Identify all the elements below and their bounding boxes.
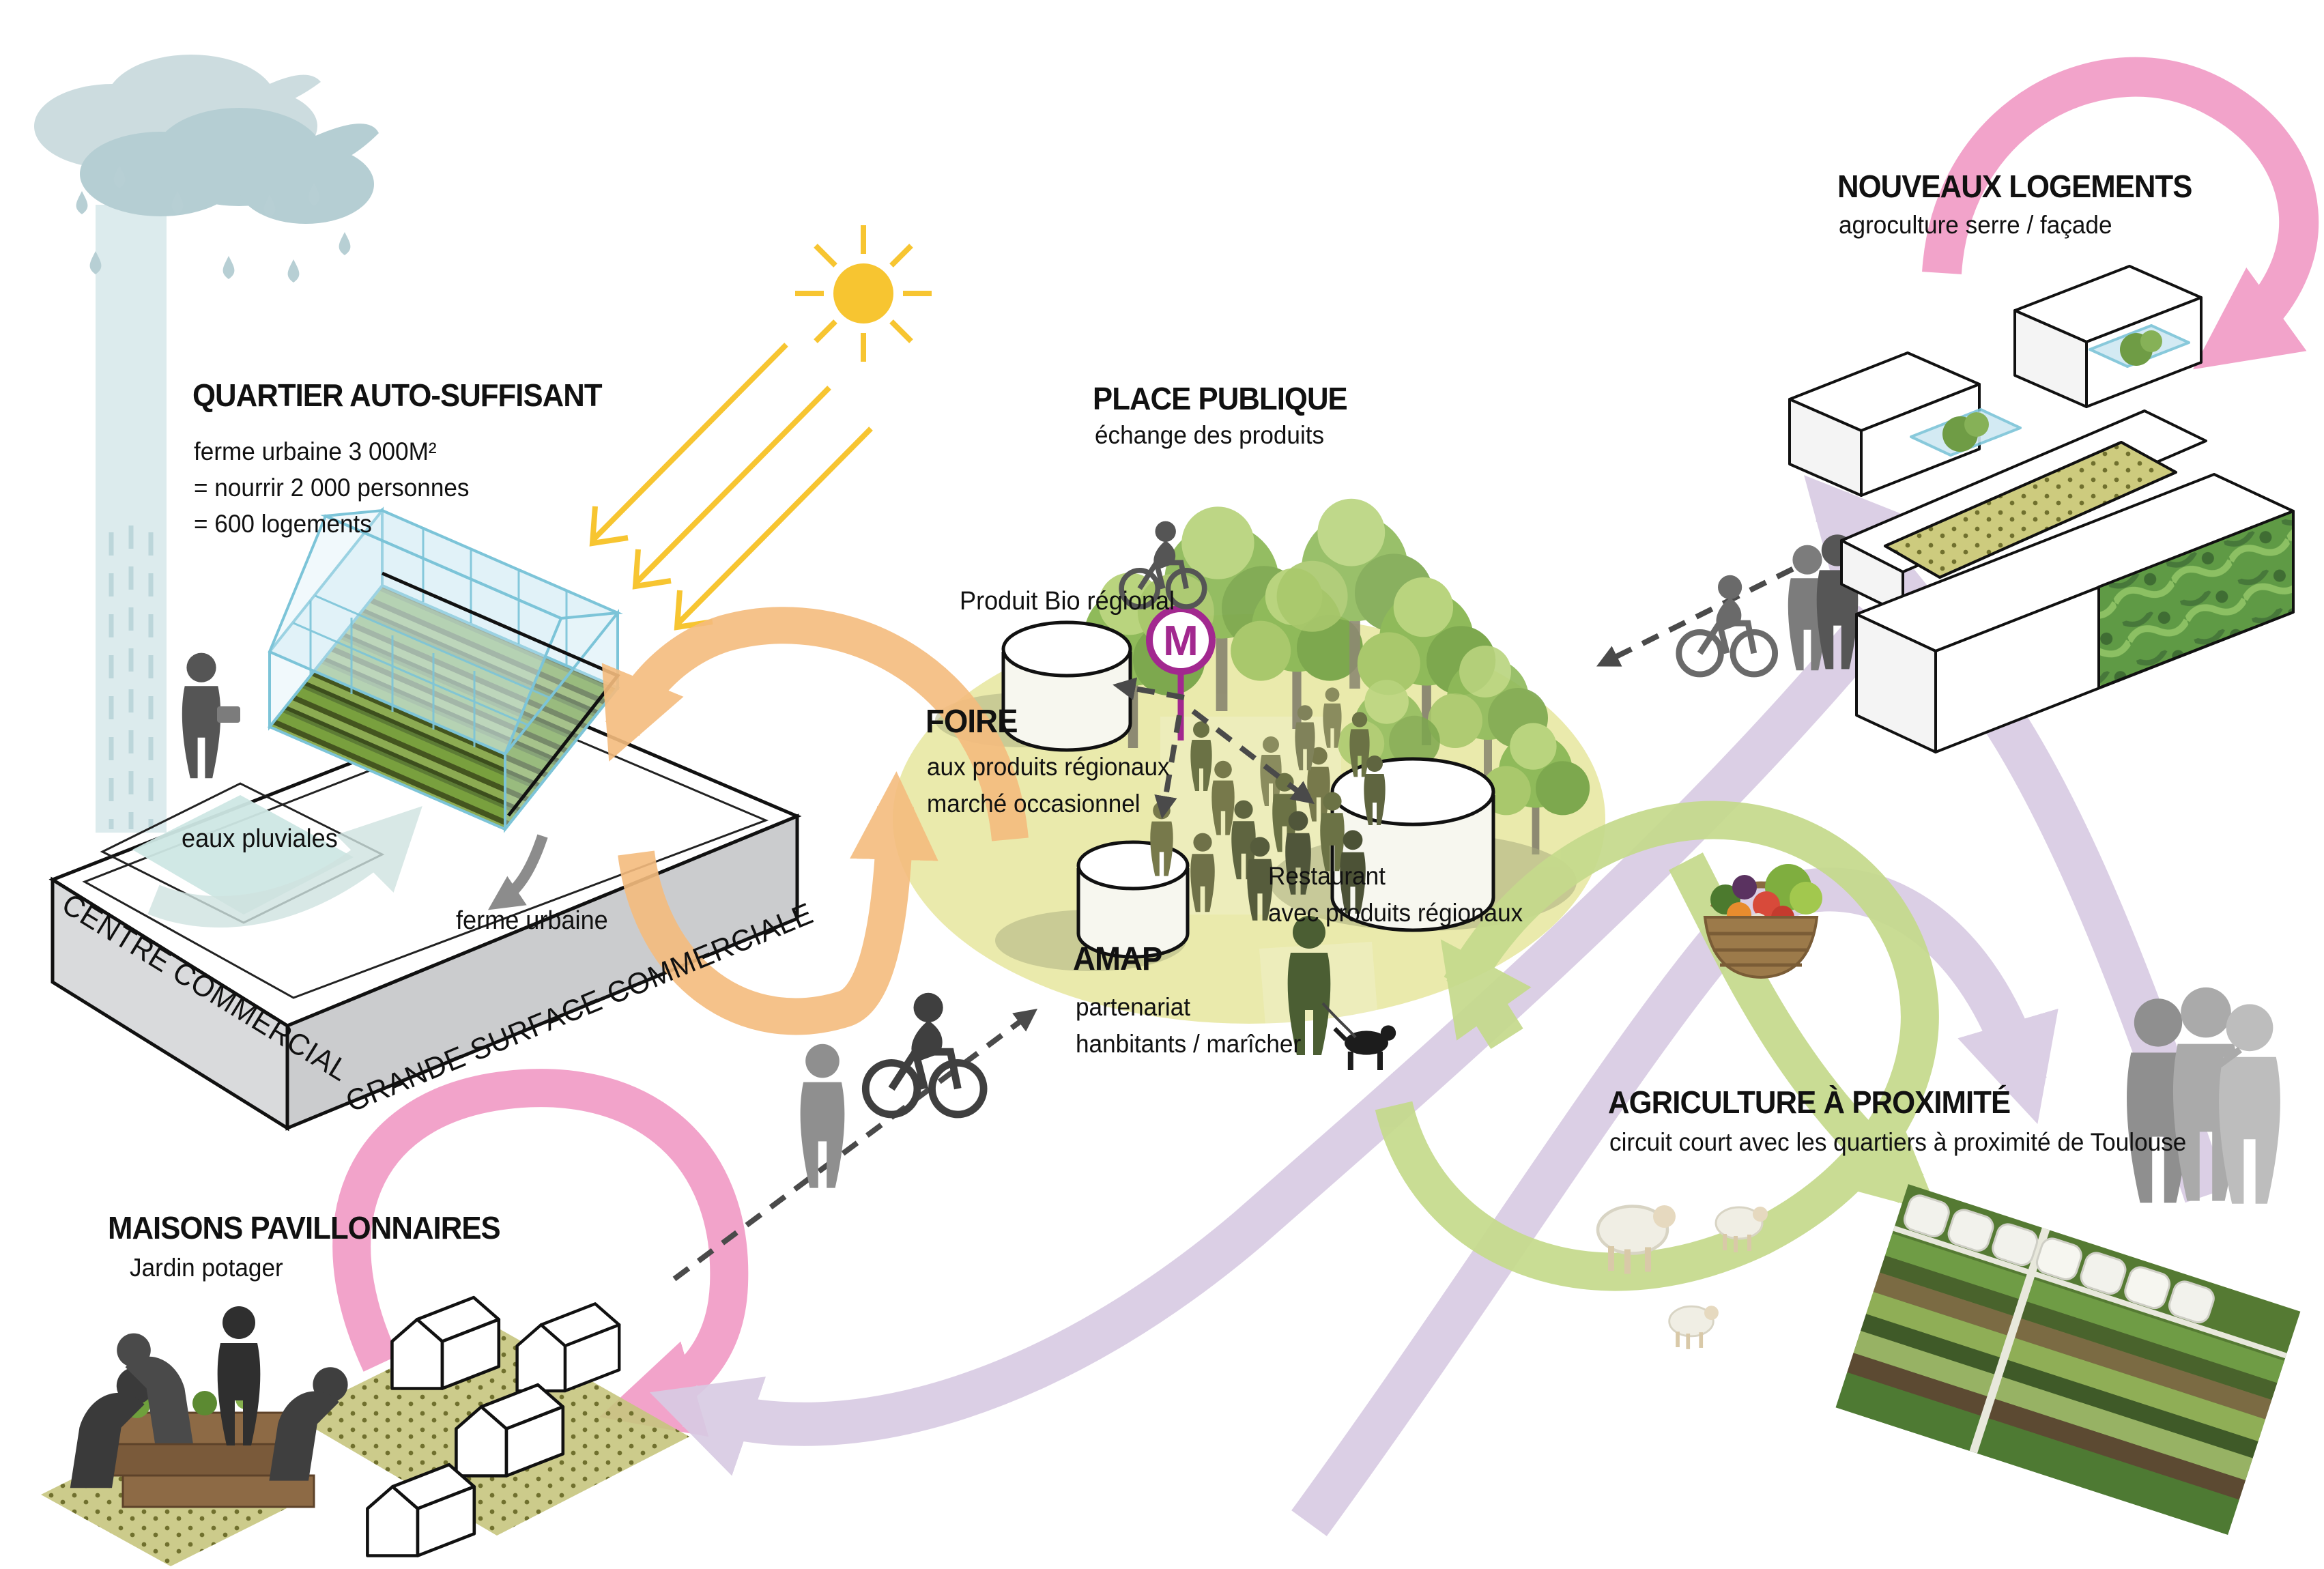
orange-arrow-to-building (601, 607, 1029, 841)
ferme-urbaine-label: ferme urbaine (456, 906, 608, 935)
amap-line1: partenariat (1076, 993, 1191, 1021)
amap-line2: hanbitants / marîcher (1076, 1030, 1302, 1058)
person-watering-icon (182, 652, 240, 779)
amap-stand (1076, 840, 1190, 959)
dashed-metro-to-bio (1113, 677, 1185, 700)
place-publique-subtitle: échange des produits (1095, 421, 1325, 449)
green-loop (1375, 801, 1939, 1291)
pink-arrow-to-housing (1922, 57, 2319, 370)
place-publique-title: PLACE PUBLIQUE (1093, 381, 1348, 416)
sun-icon (795, 225, 932, 362)
cyclist-icon (865, 993, 984, 1114)
housing-block-icon (1788, 265, 2295, 753)
dashed-links (672, 526, 1875, 1282)
restaurant-line2: avec produits régionaux (1268, 899, 1523, 927)
nouveaux-title: NOUVEAUX LOGEMENTS (1837, 169, 2192, 204)
metro-icon: M (1146, 605, 1216, 740)
foire-line2: marché occasionnel (927, 790, 1141, 818)
maisons-title: MAISONS PAVILLONNAIRES (108, 1210, 501, 1246)
green-flow-arrows (1375, 801, 1939, 1291)
foire-title: FOIRE (926, 704, 1018, 740)
commercial-center-building (48, 695, 802, 1132)
agriculture-subtitle: circuit court avec les quartiers à proxi… (1609, 1128, 2187, 1156)
green-arrow-to-farm (1669, 852, 1939, 1213)
raindrops-icon (76, 165, 351, 283)
quartier-line2: = nourrir 2 000 personnes (194, 474, 470, 502)
nouveaux-subtitle: agroculture serre / façade (1839, 211, 2112, 239)
agriculture-title: AGRICULTURE À PROXIMITÉ (1608, 1084, 2011, 1120)
quartier-line1: ferme urbaine 3 000M² (194, 437, 437, 465)
greenhouse-tunnels-icon (1903, 1194, 2215, 1324)
cloud-icon (34, 55, 379, 224)
foire-line1: aux produits régionaux (927, 753, 1170, 781)
cyclist-icon (1679, 575, 1775, 674)
produit-bio-stand (1001, 620, 1132, 752)
eaux-pluviales-label: eaux pluviales (182, 824, 338, 853)
orange-arrow-to-place (618, 771, 938, 1035)
person-with-dog-icon (1287, 916, 1396, 1070)
amap-title: AMAP (1073, 941, 1162, 977)
rainwater-column (96, 205, 167, 833)
quartier-title: QUARTIER AUTO-SUFFISANT (192, 377, 603, 413)
purple-arrow-to-farm (1291, 867, 2058, 1536)
orange-cycle-arrows (601, 607, 1029, 1035)
green-arrow-to-place (1440, 939, 1532, 1050)
dashed-metro-to-amap (1154, 715, 1182, 819)
dashed-metro-to-restaurant (1191, 708, 1315, 805)
people-group-icon (2127, 987, 2280, 1204)
vegetable-basket-icon (1703, 864, 1822, 979)
maisons-subtitle: Jardin potager (130, 1254, 283, 1282)
place-publique-area (893, 498, 1605, 1034)
pink-arrow-maisons-loop (332, 1069, 749, 1437)
svg-text:M: M (1163, 618, 1199, 665)
quartier-line3: = 600 logements (194, 510, 372, 538)
sunlight-arrows (589, 343, 873, 631)
dashed-housing-to-place (1596, 526, 1875, 667)
dashed-maisons-to-amap (672, 1008, 1038, 1282)
restaurant-line1: Restaurant (1268, 862, 1386, 890)
produit-bio-label: Produit Bio régional (960, 587, 1175, 616)
ferme-urbaine-arrow (487, 834, 548, 910)
maisons-cluster (41, 1297, 689, 1566)
gardening-photo (70, 1306, 348, 1508)
farm-aerial-photo (1835, 1184, 2301, 1535)
water-flow-arrow (147, 806, 422, 928)
